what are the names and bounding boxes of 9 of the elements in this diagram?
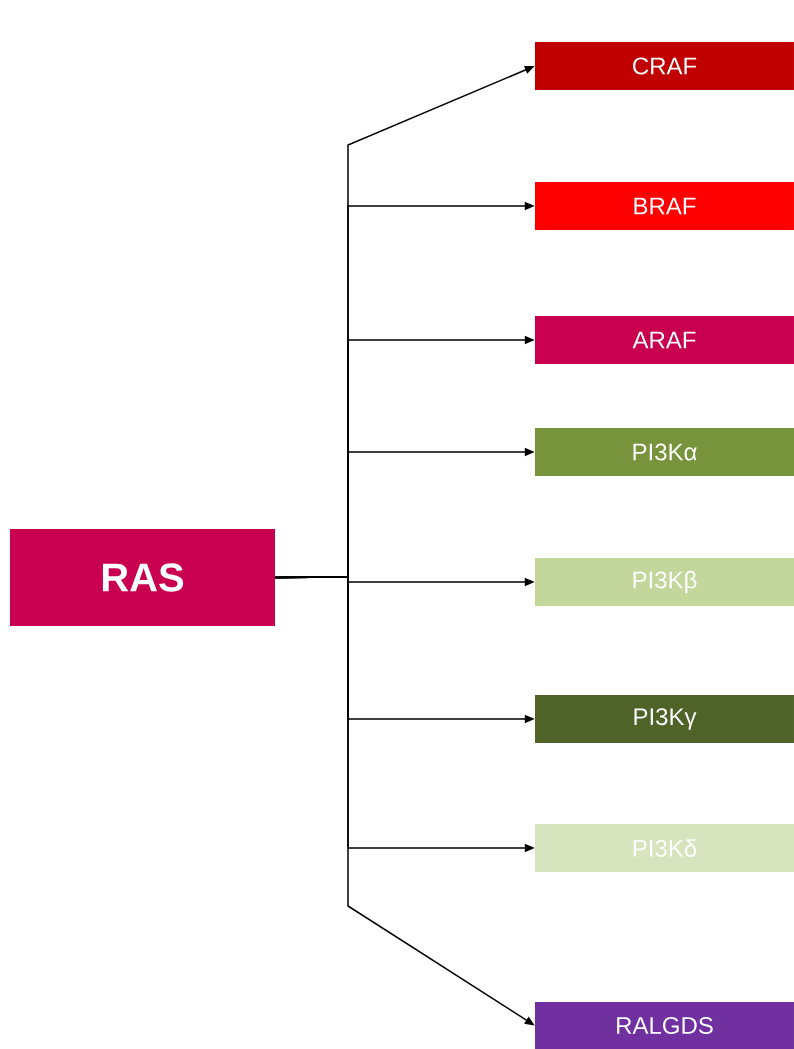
target-box: PI3Kβ bbox=[535, 558, 794, 606]
target-box: ARAF bbox=[535, 316, 794, 364]
target-box: CRAF bbox=[535, 42, 794, 90]
target-box: PI3Kα bbox=[535, 428, 794, 476]
target-box: PI3Kδ bbox=[535, 824, 794, 872]
target-box: PI3Kγ bbox=[535, 695, 794, 743]
target-box: BRAF bbox=[535, 182, 794, 230]
target-box: RALGDS bbox=[535, 1002, 794, 1049]
source-box: RAS bbox=[10, 529, 275, 626]
